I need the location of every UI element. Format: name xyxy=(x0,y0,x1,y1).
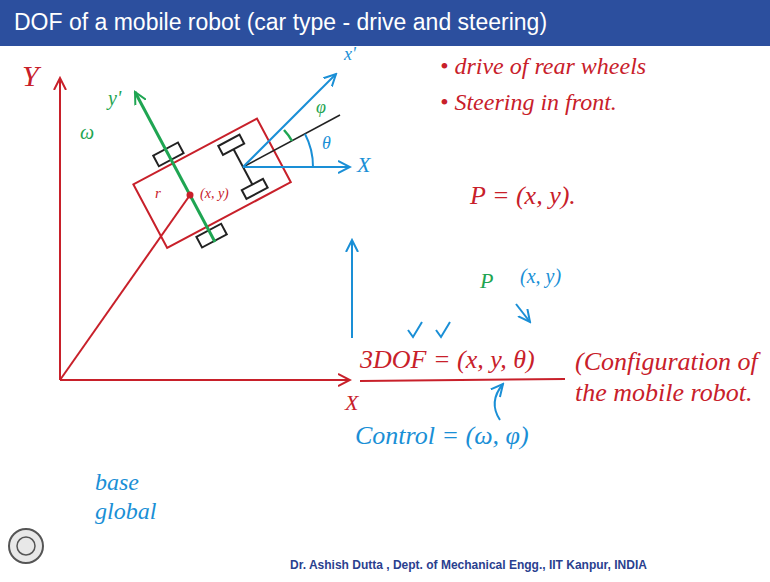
note-box: (Configuration of the mobile robot. xyxy=(575,346,760,408)
axis-label: x' xyxy=(344,44,356,64)
pointer-arrow xyxy=(516,304,530,322)
symbol-label: φ xyxy=(316,97,326,117)
symbol-label-box: φ xyxy=(316,97,326,119)
slide-title: DOF of a mobile robot (car type - drive … xyxy=(14,9,547,36)
institute-seal xyxy=(17,537,35,555)
point-label-box: (x, y) xyxy=(200,186,229,203)
pointer-arrow xyxy=(351,240,353,338)
title-bar: DOF of a mobile robot (car type - drive … xyxy=(0,0,770,46)
check-mark xyxy=(436,322,450,337)
equation-box: Control = (ω, φ) xyxy=(355,420,529,451)
equation: 3DOF = (x, y, θ) xyxy=(360,345,535,374)
axis-label-box: y' xyxy=(108,86,121,110)
global-x-axis xyxy=(60,379,350,381)
equation: P = (x, y). xyxy=(470,181,576,210)
symbol-label: r xyxy=(155,185,161,201)
axis-label: Y xyxy=(22,59,39,92)
equation-box: P = (x, y). xyxy=(470,180,576,211)
symbol-label: P xyxy=(480,268,493,293)
note: • Steering in front. xyxy=(440,89,617,115)
note: (Configuration of the mobile robot. xyxy=(575,347,758,407)
frame-note-box: base global xyxy=(95,468,175,526)
symbol-label-box: ω xyxy=(80,120,94,144)
footer-credit-box: Dr. Ashish Dutta , Dept. of Mechanical E… xyxy=(290,558,647,572)
symbol-label-box: r xyxy=(155,184,161,202)
position-vector xyxy=(60,195,190,380)
axis-label-box: Y xyxy=(22,58,39,94)
local-y-axis xyxy=(135,92,215,242)
axis-label: y' xyxy=(108,87,121,109)
institute-seal xyxy=(9,529,43,563)
frame-note: base global xyxy=(95,469,156,524)
theta-arc xyxy=(305,134,313,167)
axis-label: X xyxy=(357,152,370,177)
symbol-label-box: θ xyxy=(322,133,331,155)
underline xyxy=(360,379,565,381)
symbol-label: ω xyxy=(80,121,94,143)
axis-label-box: x' xyxy=(344,44,356,66)
equation-box: 3DOF = (x, y, θ) xyxy=(360,344,535,375)
footer-credit: Dr. Ashish Dutta , Dept. of Mechanical E… xyxy=(290,558,647,572)
symbol-label: θ xyxy=(322,133,331,153)
check-mark xyxy=(408,322,422,337)
heading-line xyxy=(243,115,340,167)
point-label: (x, y) xyxy=(200,186,229,201)
axis-label-box: X xyxy=(357,152,370,178)
reference-point xyxy=(187,192,194,199)
note: • drive of rear wheels xyxy=(440,53,646,79)
note-box: (x, y) xyxy=(520,264,561,288)
reference-x-axis xyxy=(243,166,350,168)
note-box: • drive of rear wheels xyxy=(440,52,646,81)
pointer-arrow xyxy=(495,384,503,420)
phi-arc xyxy=(284,130,292,141)
axis-label: X xyxy=(345,390,358,415)
equation: Control = (ω, φ) xyxy=(355,421,529,450)
symbol-label-box: P xyxy=(480,268,493,294)
local-x-axis xyxy=(243,74,336,167)
axis-label-box: X xyxy=(345,390,358,416)
global-y-axis xyxy=(59,78,61,380)
note: (x, y) xyxy=(520,265,561,287)
note-box: • Steering in front. xyxy=(440,88,617,117)
